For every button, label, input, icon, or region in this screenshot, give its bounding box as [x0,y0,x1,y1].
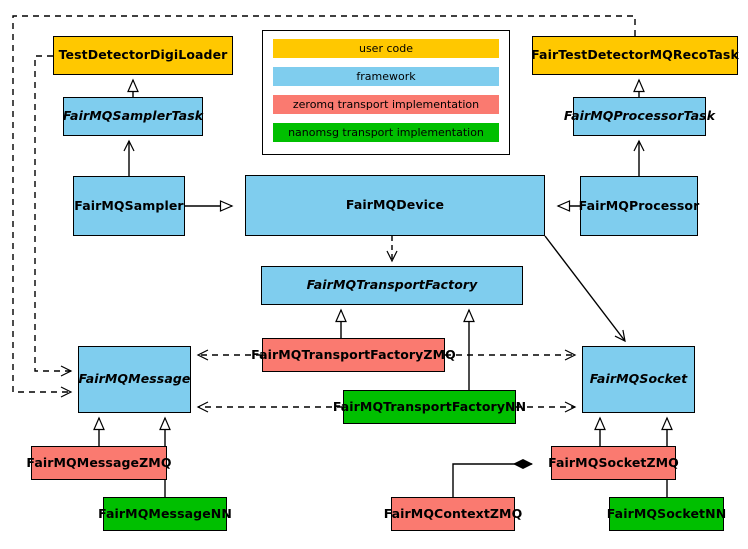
class-node-testdetectordigiloader[interactable]: TestDetectorDigiLoader [53,36,233,75]
class-node-fairmqcontextzmq[interactable]: FairMQContextZMQ [384,497,522,531]
class-label: FairMQDevice [345,197,445,213]
class-node-fairmqsamplertask[interactable]: FairMQSamplerTask [63,97,203,136]
class-node-fairmqtransportfactoryzmq[interactable]: FairMQTransportFactoryZMQ [251,338,456,372]
class-node-fairmqsocketnn[interactable]: FairMQSocketNN [606,497,727,531]
legend-item-framework: framework [273,67,499,86]
class-label: FairMQSampler [74,197,184,213]
edge-recotask-message [12,15,636,398]
edge-contextzmq-socketzmq [452,464,532,497]
class-label: FairMQSocketNN [606,505,727,521]
class-node-fairmqprocessor[interactable]: FairMQProcessor [578,176,700,236]
legend-label-user-code: user code [358,42,414,55]
class-node-fairmqmessagenn[interactable]: FairMQMessageNN [98,497,232,531]
class-label: FairMQMessage [78,371,191,387]
class-label: FairMQProcessor [578,197,700,213]
class-node-fairtestdetectormqrecotask[interactable]: FairTestDetectorMQRecoTask [531,36,739,75]
class-node-fairmqsocketzmq[interactable]: FairMQSocketZMQ [548,446,679,480]
edge-device-socket [544,235,626,343]
legend-item-user-code: user code [273,39,499,58]
class-label: FairTestDetectorMQRecoTask [531,47,739,63]
class-label: FairMQContextZMQ [383,505,523,521]
class-label: FairMQMessageNN [98,505,232,521]
class-label: FairMQMessageZMQ [26,454,172,470]
class-label: FairMQSamplerTask [62,108,204,124]
class-node-fairmqsampler[interactable]: FairMQSampler [73,176,185,236]
class-node-fairmqdevice[interactable]: FairMQDevice [245,175,545,236]
legend-item-zeromq: zeromq transport implementation [273,95,499,114]
class-label: FairMQTransportFactoryNN [332,398,527,414]
legend-label-zeromq: zeromq transport implementation [292,98,480,111]
class-label: FairMQSocket [589,371,688,387]
legend-label-framework: framework [356,70,416,83]
class-label: TestDetectorDigiLoader [58,47,228,63]
legend-item-nanomsg: nanomsg transport implementation [273,123,499,142]
class-node-fairmqtransportfactory[interactable]: FairMQTransportFactory [261,266,523,305]
class-node-fairmqsocket[interactable]: FairMQSocket [582,346,695,413]
class-node-fairmqtransportfactorynn[interactable]: FairMQTransportFactoryNN [333,390,526,424]
legend-label-nanomsg: nanomsg transport implementation [288,126,484,139]
class-node-fairmqmessagezmq[interactable]: FairMQMessageZMQ [26,446,171,480]
class-label: FairMQProcessorTask [563,108,716,124]
class-label: FairMQTransportFactoryZMQ [251,346,456,362]
class-node-fairmqmessage[interactable]: FairMQMessage [78,346,191,413]
class-label: FairMQTransportFactory [306,277,478,293]
legend: user code framework zeromq transport imp… [262,30,510,155]
class-label: FairMQSocketZMQ [548,454,679,470]
class-node-fairmqprocessortask[interactable]: FairMQProcessorTask [564,97,715,136]
